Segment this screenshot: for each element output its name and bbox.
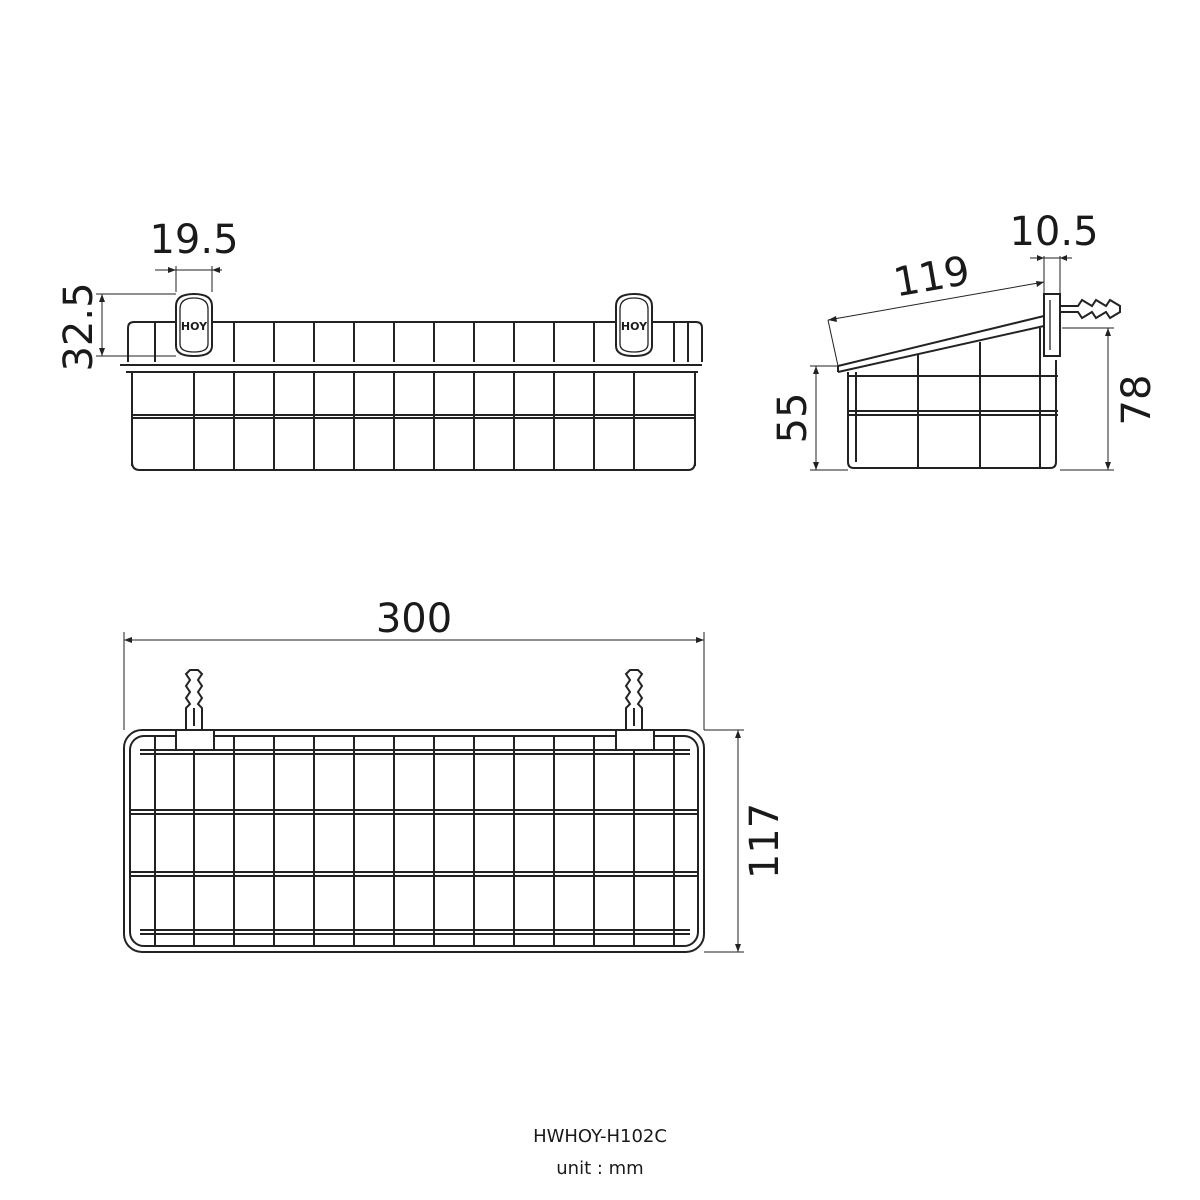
- dim-total-width: 300: [123, 596, 705, 730]
- dim-label-119: 119: [890, 248, 973, 307]
- model-number: HWHOY-H102C: [533, 1126, 667, 1147]
- dim-side-depth: 119: [827, 248, 1045, 367]
- dim-label-19-5: 19.5: [149, 217, 238, 263]
- dim-label-32-5: 32.5: [56, 282, 102, 371]
- dim-label-78: 78: [1114, 375, 1160, 426]
- dim-basket-height: 55: [770, 365, 848, 471]
- unit-label: unit : mm: [556, 1158, 643, 1179]
- front-upper-bars: [154, 322, 689, 362]
- top-right-hook: [615, 669, 655, 751]
- top-view: 300 117: [123, 596, 788, 953]
- dim-total-depth: 117: [704, 729, 788, 953]
- dim-hook-height: 32.5: [56, 282, 176, 372]
- side-view: 119 10.5 55 78: [770, 209, 1160, 471]
- front-lower-bars: [193, 372, 635, 470]
- dim-label-117: 117: [742, 803, 788, 879]
- hoy-logo-left: HOY: [181, 320, 208, 333]
- dim-label-300: 300: [376, 596, 452, 642]
- dim-hook-thickness: 10.5: [1009, 209, 1099, 294]
- top-view-bars: [154, 736, 675, 946]
- dim-hook-width: 19.5: [149, 217, 239, 292]
- front-view: HOY HOY 19.5 32.5: [56, 217, 703, 471]
- left-hook: HOY: [175, 292, 213, 358]
- dim-total-height: 78: [1060, 327, 1160, 471]
- dim-label-55: 55: [770, 393, 816, 444]
- right-hook: HOY: [615, 292, 653, 358]
- top-left-hook: [175, 669, 215, 751]
- hoy-logo-right: HOY: [621, 320, 648, 333]
- dim-label-10-5: 10.5: [1009, 209, 1098, 255]
